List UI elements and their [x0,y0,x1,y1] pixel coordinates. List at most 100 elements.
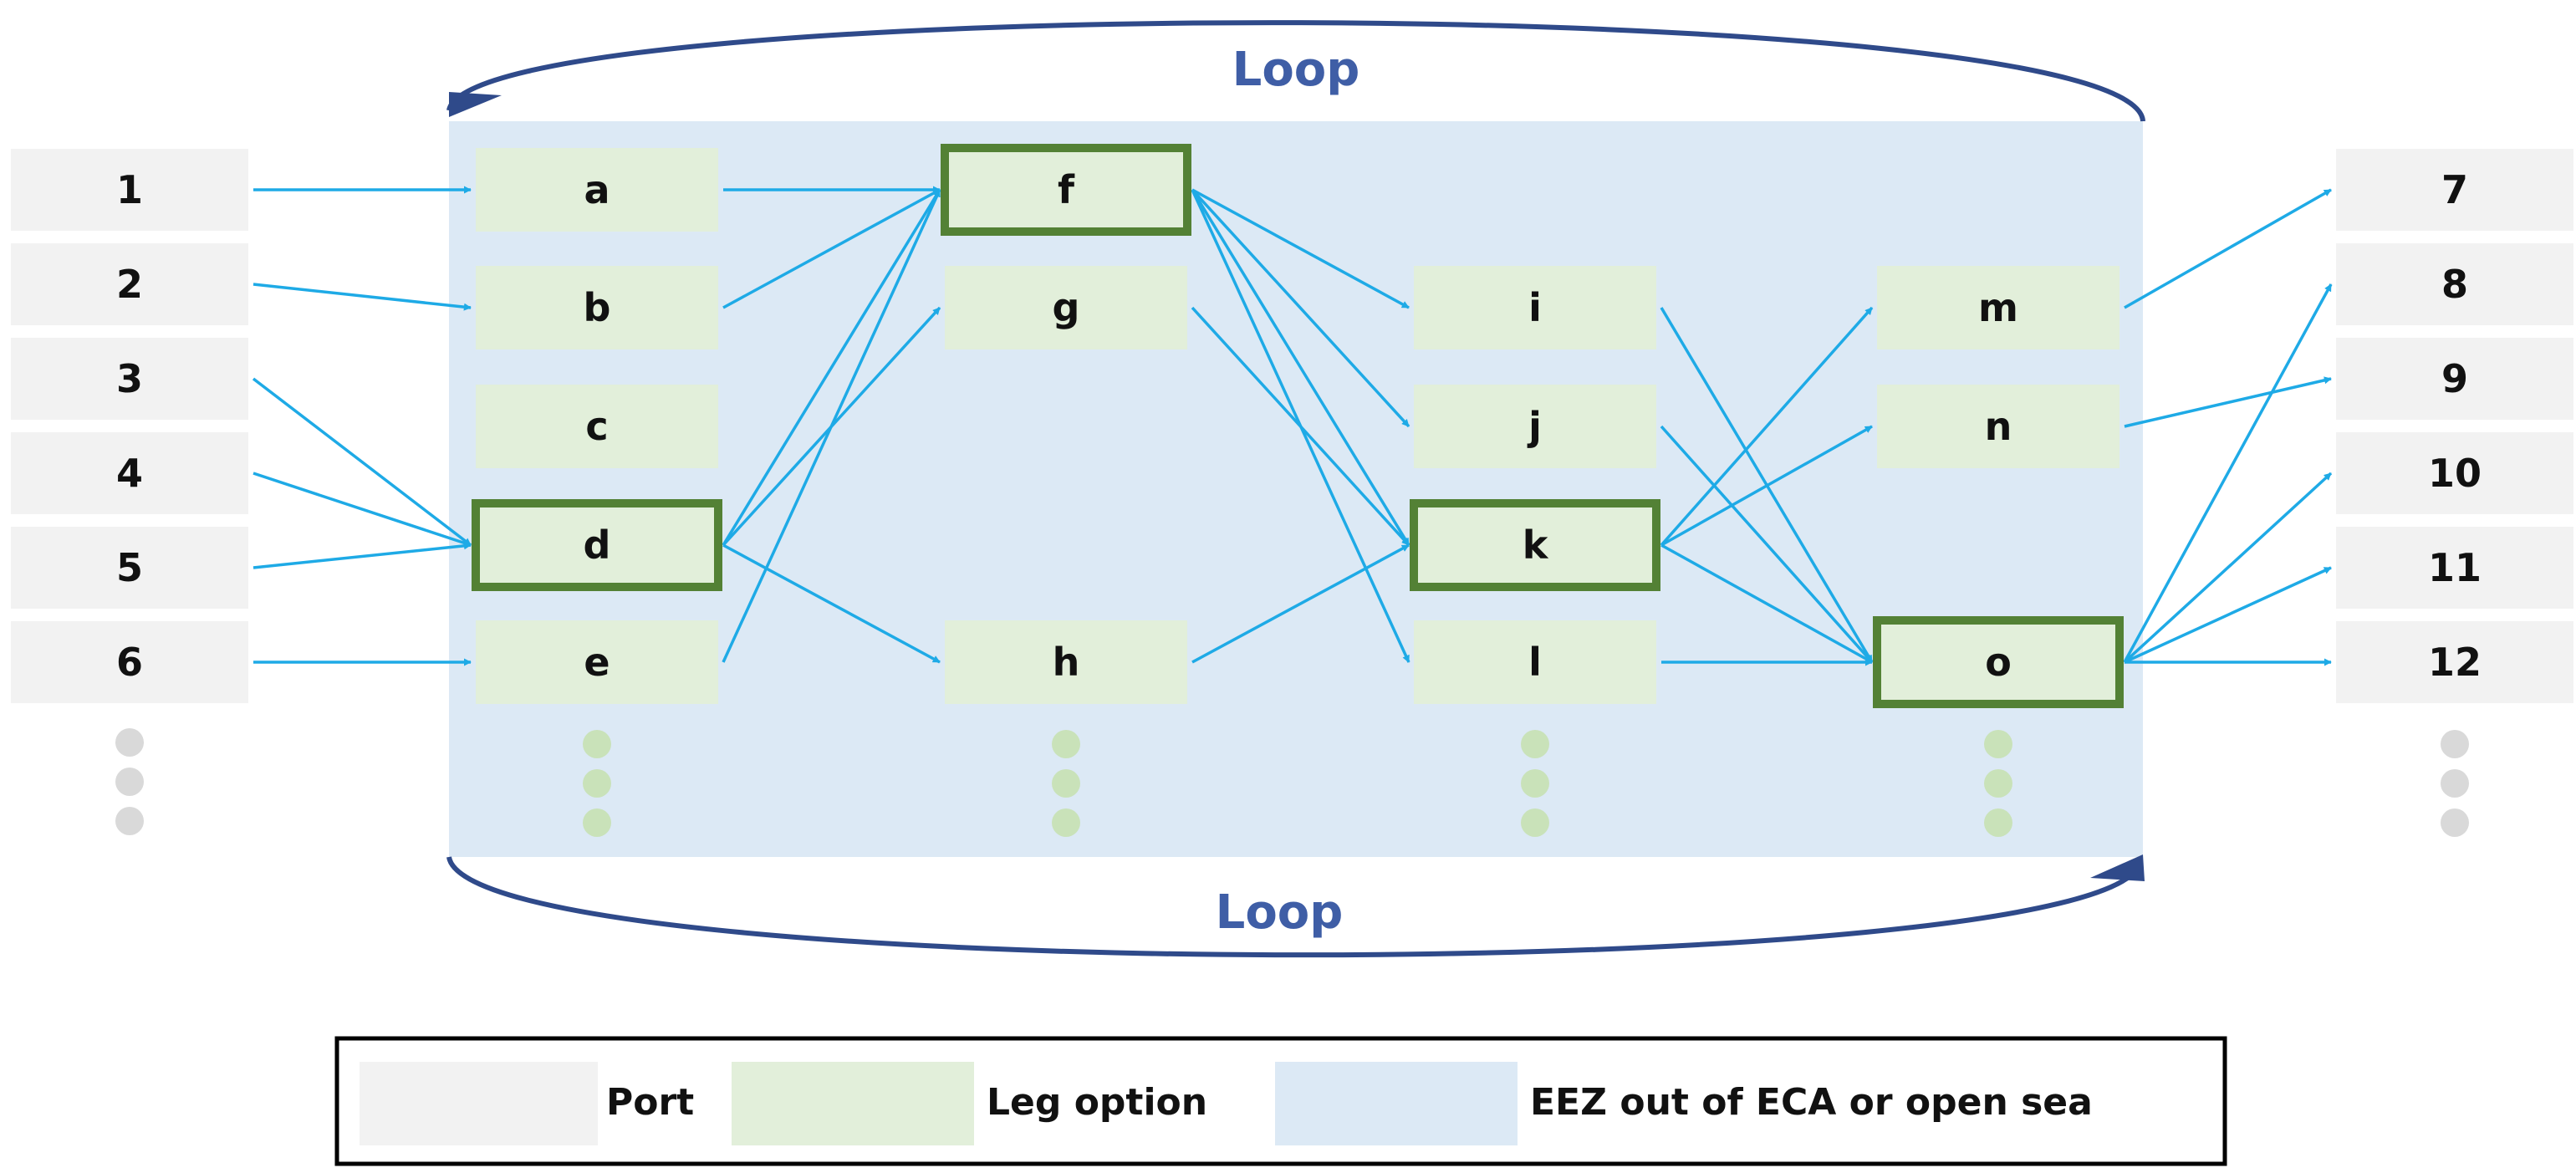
port-p4: 4 [11,432,248,514]
leg-label-f: f [1058,167,1075,212]
leg-box-g [945,266,1187,349]
leg-label-h: h [1053,640,1080,685]
leg-g: g [945,266,1187,349]
ellipsis-dot-legs-col4 [1984,730,2012,758]
port-label-p1: 1 [116,167,143,212]
edge-b-f [722,188,941,309]
port-label-p8: 8 [2441,262,2468,307]
leg-label-i: i [1528,285,1542,330]
legend: Port Leg option EEZ out of ECA or open s… [334,1036,2227,1166]
edge-o-p10 [2123,472,2333,664]
leg-label-m: m [1978,285,2018,330]
port-box-p1 [11,149,248,231]
leg-box-i [1414,266,1656,349]
leg-h: h [945,620,1187,704]
port-box-p9 [2336,338,2573,420]
leg-l: l [1414,620,1656,704]
loop-arrowhead-bottom [2090,854,2145,881]
ellipsis-dot-legs-col3 [1521,730,1549,758]
port-p7: 7 [2336,149,2573,231]
edge-n-p9 [2124,376,2332,428]
ellipsis-dot-ports-in [115,768,144,796]
leg-box-l [1414,620,1656,704]
loop-label-bottom: Loop [1216,885,1344,940]
port-label-p11: 11 [2428,545,2482,590]
edge-p5-d [252,542,472,569]
port-p8: 8 [2336,243,2573,325]
leg-box-a [476,148,718,232]
port-box-p8 [2336,243,2573,325]
port-p3: 3 [11,338,248,420]
leg-box-e [476,620,718,704]
edge-p2-b [252,283,472,311]
ellipsis-dot-legs-col4 [1984,769,2012,798]
legend-label-sea: EEZ out of ECA or open sea [1530,1081,2093,1124]
leg-o: o [1873,616,2124,708]
leg-f: f [941,144,1191,236]
edge-e-f [722,189,941,663]
edge-p3-d [252,377,472,547]
legend-swatch-port [360,1062,598,1145]
port-label-p12: 12 [2428,640,2482,685]
edge-d-h [722,543,941,664]
port-label-p7: 7 [2441,167,2468,212]
leg-box-c [476,385,718,468]
ellipsis-dot-ports-in [115,807,144,835]
leg-box-k [1410,499,1660,591]
leg-e: e [476,620,718,704]
ellipsis-dot-legs-col2 [1052,808,1080,837]
port-box-p7 [2336,149,2573,231]
port-box-p3 [11,338,248,420]
edge-g-k [1191,306,1410,547]
port-label-p6: 6 [116,640,143,685]
leg-box-f [941,144,1191,236]
port-label-p4: 4 [116,451,143,496]
leg-label-a: a [584,167,610,212]
leg-n: n [1877,385,2119,468]
edge-k-m [1660,306,1874,547]
leg-label-c: c [585,404,608,449]
ellipsis-dot-ports-out [2441,769,2469,798]
leg-label-e: e [584,640,610,685]
leg-label-g: g [1053,285,1080,330]
edges-layer [252,186,2333,666]
legend-label-leg-option: Leg option [987,1081,1207,1124]
ellipsis-dot-legs-col2 [1052,730,1080,758]
edge-d-f [722,189,941,546]
leg-box-d [472,499,722,591]
edge-m-p7 [2124,188,2332,309]
loop-label-top: Loop [1232,43,1360,97]
port-box-p11 [2336,527,2573,609]
leg-label-k: k [1523,523,1549,568]
port-box-p2 [11,243,248,325]
port-box-p6 [11,621,248,703]
leg-m: m [1877,266,2119,349]
port-label-p9: 9 [2441,356,2468,401]
leg-label-o: o [1985,640,2012,685]
edge-f-i [1191,188,1410,309]
port-box-p4 [11,432,248,514]
port-p12: 12 [2336,621,2573,703]
leg-box-m [1877,266,2119,349]
edge-o-p8 [2123,283,2333,663]
ellipsis-dot-legs-col4 [1984,808,2012,837]
ellipsis-dot-legs-col1 [583,730,611,758]
leg-label-d: d [584,523,611,568]
leg-label-n: n [1985,404,2012,449]
ellipsis-dot-legs-col3 [1521,808,1549,837]
sea-region [449,121,2143,857]
edge-f-j [1191,188,1410,428]
leg-label-b: b [584,285,611,330]
continuation-dots [115,728,2469,837]
port-box-p12 [2336,621,2573,703]
ellipsis-dot-legs-col2 [1052,769,1080,798]
legend-label-port: Port [606,1081,694,1124]
port-label-p10: 10 [2428,451,2482,496]
edge-f-k [1191,189,1410,546]
leg-label-l: l [1528,640,1542,685]
edge-j-o [1660,425,1874,664]
loop-arc-top [446,20,2145,122]
port-label-p5: 5 [116,545,143,590]
